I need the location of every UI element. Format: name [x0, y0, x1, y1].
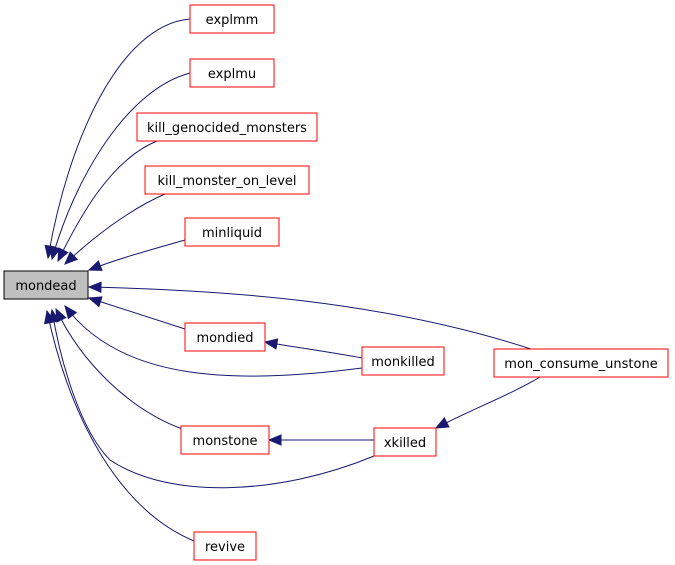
node-box — [189, 4, 275, 34]
edge-arrowhead — [57, 247, 69, 263]
node-label: mondied — [197, 331, 254, 346]
edge-monstone-to-mondead — [55, 307, 186, 431]
node-xkilled[interactable]: xkilled — [373, 427, 437, 457]
node-box — [361, 346, 445, 376]
edge-arrowhead — [44, 309, 56, 325]
nodes-layer: mondead explmm explmu kill_genocided_monste… — [3, 4, 669, 561]
edge-arrowhead — [87, 260, 103, 271]
edge-monkilled-to-mondead — [64, 304, 363, 377]
edge-line — [55, 308, 186, 431]
edge-mon_consume_unstone-to-xkilled — [434, 376, 541, 429]
node-box — [144, 165, 310, 195]
edge-monkilled-to-mondied — [263, 338, 363, 359]
node-revive[interactable]: revive — [193, 531, 257, 561]
node-label: explmu — [208, 67, 256, 82]
node-explmm[interactable]: explmm — [189, 4, 275, 34]
edge-arrowhead — [434, 417, 450, 429]
edge-minliquid-to-mondead — [87, 239, 186, 271]
node-label: kill_genocided_monsters — [147, 121, 307, 136]
node-box — [193, 531, 257, 561]
node-mondead: mondead — [3, 270, 89, 300]
node-explmu[interactable]: explmu — [189, 58, 275, 88]
edges-layer — [44, 18, 541, 542]
node-label: kill_monster_on_level — [157, 174, 296, 189]
edge-line — [88, 286, 532, 350]
node-mondied[interactable]: mondied — [184, 322, 266, 352]
edge-xkilled-to-monstone — [267, 434, 374, 446]
node-box — [189, 58, 275, 88]
edge-explmu-to-mondead — [49, 72, 191, 261]
edge-line — [264, 341, 363, 359]
edge-arrowhead — [55, 307, 67, 323]
node-box — [493, 348, 669, 378]
node-label: explmm — [206, 13, 259, 28]
node-label: xkilled — [384, 436, 426, 451]
node-label: monstone — [193, 434, 258, 449]
edge-kill_monster_on_level-to-mondead — [64, 193, 166, 265]
edge-revive-to-mondead — [44, 309, 195, 542]
edge-arrowhead — [87, 296, 103, 308]
node-box — [373, 427, 437, 457]
node-monkilled[interactable]: monkilled — [361, 346, 445, 376]
node-kill-monster-on-level[interactable]: kill_monster_on_level — [144, 165, 310, 195]
node-box — [136, 112, 318, 142]
edge-arrowhead — [267, 434, 282, 446]
edge-line — [51, 72, 191, 260]
edge-line — [47, 18, 191, 259]
node-label: minliquid — [202, 226, 262, 241]
node-label: mon_consume_unstone — [504, 357, 657, 372]
edge-kill_genocided_monsters-to-mondead — [57, 140, 158, 263]
edge-line — [51, 309, 375, 489]
node-monstone[interactable]: monstone — [180, 425, 270, 455]
edge-mon_consume_unstone-to-mondead — [87, 281, 532, 350]
edge-line — [88, 239, 186, 271]
edge-line — [46, 310, 195, 542]
edge-arrowhead — [49, 245, 61, 261]
node-label: mondead — [15, 279, 76, 294]
edge-line — [88, 297, 186, 330]
node-box — [184, 322, 266, 352]
edge-arrowhead — [87, 281, 102, 294]
node-label: revive — [205, 540, 245, 555]
edge-line — [435, 376, 541, 429]
edge-line — [64, 193, 166, 265]
node-mon-consume-unstone[interactable]: mon_consume_unstone — [493, 348, 669, 378]
node-label: monkilled — [371, 355, 434, 370]
edge-arrowhead — [263, 338, 279, 350]
node-box — [3, 270, 89, 300]
edge-line — [64, 305, 363, 377]
edge-mondied-to-mondead — [87, 296, 186, 330]
edge-arrowhead — [64, 304, 78, 320]
node-box — [184, 217, 280, 247]
node-kill-genocided-monsters[interactable]: kill_genocided_monsters — [136, 112, 318, 142]
edge-line — [57, 140, 158, 262]
edge-arrowhead — [64, 251, 79, 265]
node-box — [180, 425, 270, 455]
node-minliquid[interactable]: minliquid — [184, 217, 280, 247]
